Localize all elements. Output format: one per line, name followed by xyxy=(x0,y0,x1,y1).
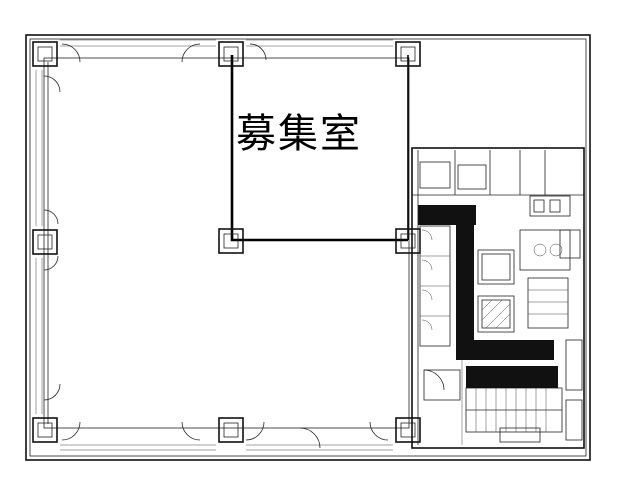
door-swings xyxy=(43,43,389,449)
vacancy-room-outline xyxy=(230,55,409,242)
column xyxy=(32,417,58,443)
outer-walls xyxy=(25,34,591,461)
vacancy-room-label: 募集室 xyxy=(236,111,362,157)
columns xyxy=(32,41,421,443)
window-mullions xyxy=(35,39,393,451)
column xyxy=(395,41,421,67)
column xyxy=(32,229,58,255)
column xyxy=(218,41,244,67)
column xyxy=(395,417,421,443)
core-shaft-walls xyxy=(418,205,558,388)
column xyxy=(32,41,58,67)
core-walls xyxy=(411,147,585,449)
column xyxy=(218,228,244,254)
column xyxy=(218,417,244,443)
